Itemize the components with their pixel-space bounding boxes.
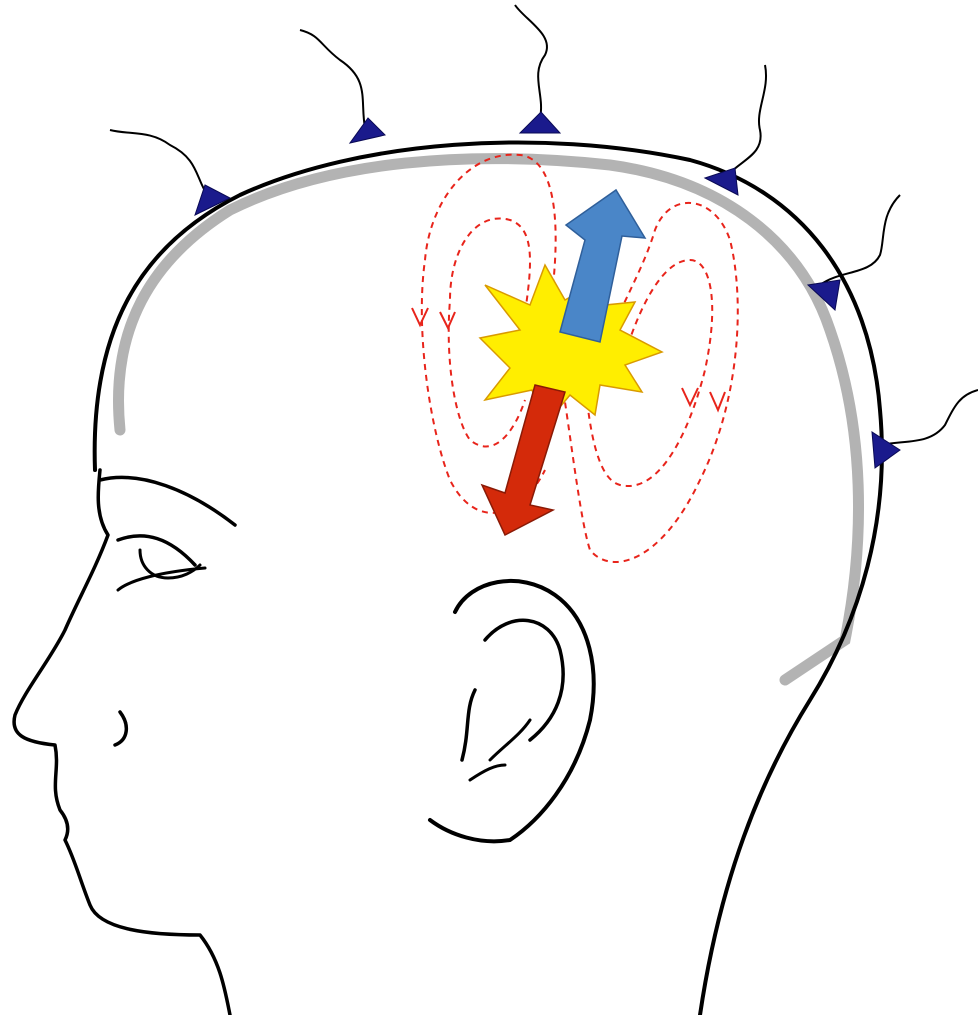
nostril [115,712,126,745]
electrode-icon [520,112,560,133]
eyebrow [100,477,235,525]
dipole-negative-arrow [482,385,565,535]
skull-outline [118,159,858,680]
dipole-positive-arrow [560,190,645,342]
ear [430,581,594,841]
scalp-outline [95,142,882,1015]
eye [118,536,205,590]
electrode-icon [350,118,385,143]
electrode-icon [872,432,900,468]
